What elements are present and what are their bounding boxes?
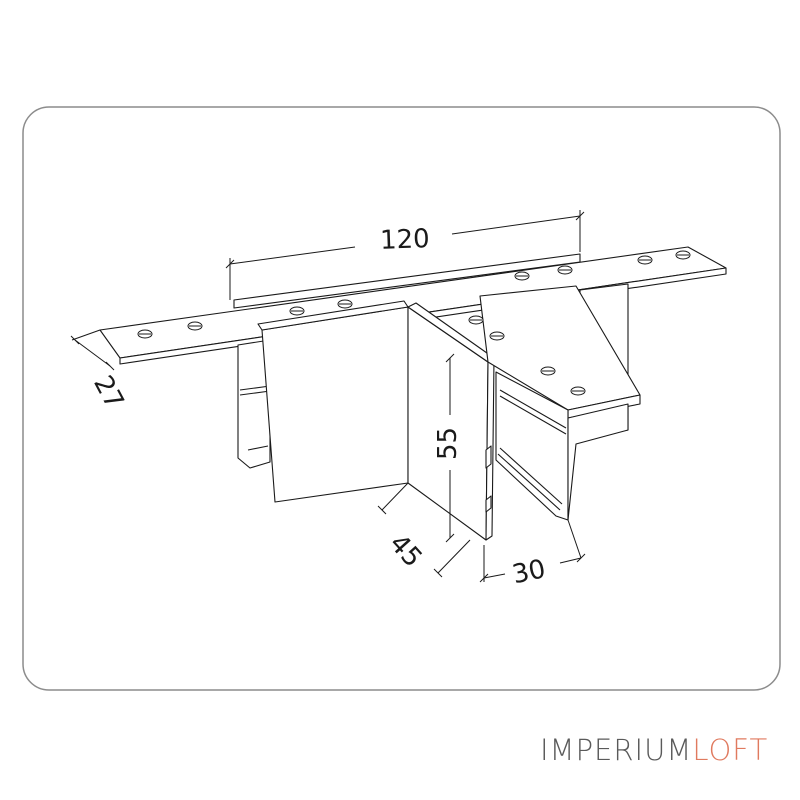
frame-border: [22, 106, 781, 691]
brand-name-primary: IMPERIUM: [540, 733, 693, 767]
screw-icon: [137, 329, 153, 339]
screw-icon: [187, 321, 203, 331]
screw-icon: [514, 271, 530, 281]
screw-icon: [540, 366, 556, 376]
screw-icon: [637, 255, 653, 265]
dimension-lines: [70, 210, 586, 583]
screw-icon: [289, 306, 305, 316]
dimension-width-label: 27: [87, 371, 129, 414]
dimension-depth-label: 45: [383, 529, 427, 574]
back-strip: [233, 253, 581, 309]
screw-icon: [337, 299, 353, 309]
screw-icon: [570, 386, 586, 396]
dimension-height-label: 55: [433, 427, 463, 460]
brand-name-accent: LOFT: [692, 733, 769, 767]
right-arm-rail: [495, 371, 569, 521]
left-panel-face: [261, 306, 409, 503]
dimension-offset-label: 30: [510, 554, 549, 590]
center-panel-side: [407, 306, 489, 541]
screw-icon: [489, 331, 505, 341]
screw-icon: [675, 250, 691, 260]
brand-logo: IMPERIUMLOFT: [540, 733, 768, 767]
connector-drawing: [99, 246, 727, 541]
screw-icon: [557, 265, 573, 275]
right-arm-body: [567, 403, 629, 521]
screws: [137, 250, 691, 396]
screw-icon: [468, 315, 484, 325]
dimension-length-label: 120: [380, 224, 431, 256]
